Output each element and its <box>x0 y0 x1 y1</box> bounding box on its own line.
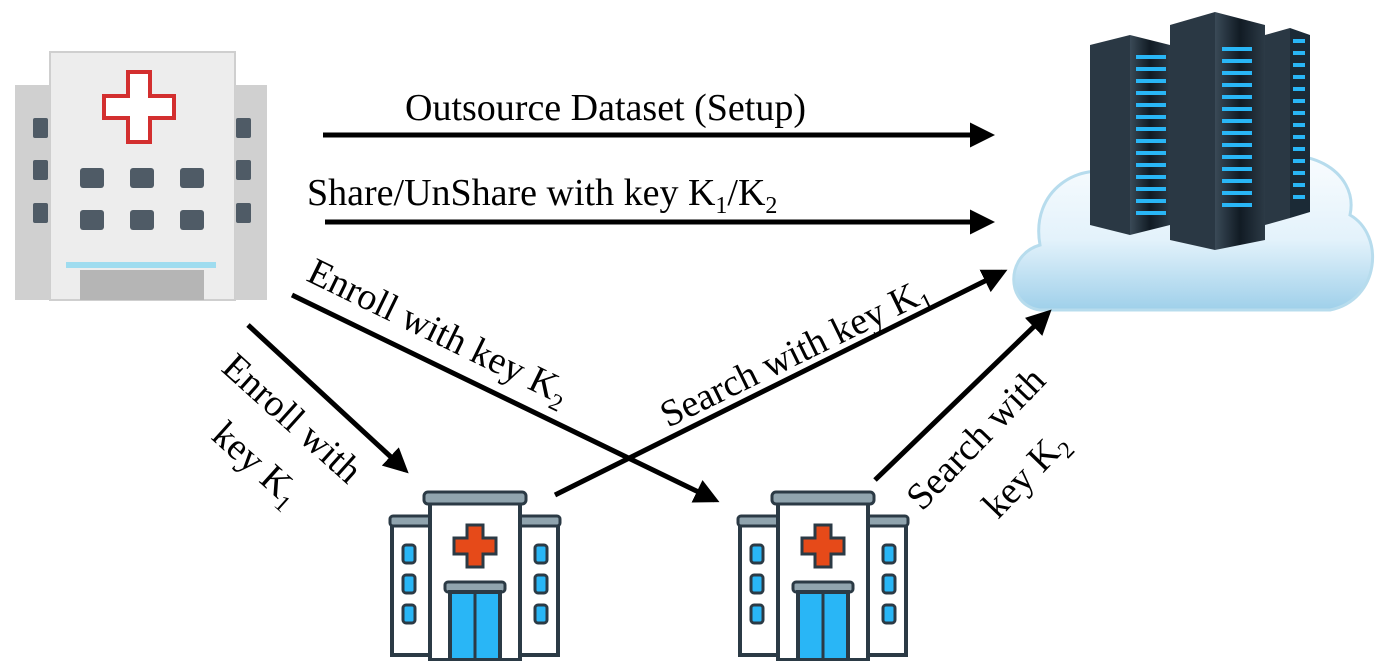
server-led <box>1293 99 1305 103</box>
arrow-search-k2 <box>873 309 1052 482</box>
label-enroll-k2: Enroll with key K2 <box>299 250 576 417</box>
server-led <box>1136 151 1166 155</box>
label-share-mid: /K <box>727 172 766 214</box>
server-led <box>1293 63 1305 67</box>
server-led <box>1136 103 1166 107</box>
server-led <box>1136 163 1166 167</box>
server-led <box>1222 167 1252 171</box>
server-led <box>1136 115 1166 119</box>
server-led <box>1222 95 1252 99</box>
server-led <box>1293 75 1305 79</box>
user-hospital-1-icon <box>388 490 562 661</box>
server-led <box>1136 91 1166 95</box>
label-search-k1: Search with key K1 <box>654 270 939 441</box>
server-led <box>1222 47 1252 51</box>
server-led <box>1136 67 1166 71</box>
server-led <box>1293 171 1305 175</box>
server-led <box>1222 71 1252 75</box>
server-led <box>1136 79 1166 83</box>
server-led <box>1293 123 1305 127</box>
data-owner-hospital-icon <box>15 51 267 301</box>
server-led <box>1136 127 1166 131</box>
server-led <box>1293 147 1305 151</box>
server-led <box>1222 119 1252 123</box>
server-led <box>1136 211 1166 215</box>
server-led <box>1222 143 1252 147</box>
label-share-prefix: Share/UnShare with key K <box>307 172 716 214</box>
server-led <box>1136 139 1166 143</box>
server-led <box>1222 59 1252 63</box>
label-share-sub2: 2 <box>765 193 777 219</box>
server-rack-left <box>1090 35 1170 235</box>
server-led <box>1136 55 1166 59</box>
arrow-enroll-k1 <box>246 323 409 474</box>
cloud-server-icon <box>1012 12 1374 312</box>
server-led <box>1293 111 1305 115</box>
label-search-k1-prefix: Search with key K <box>654 275 926 437</box>
server-led <box>1136 187 1166 191</box>
server-led <box>1136 199 1166 203</box>
server-led <box>1293 87 1305 91</box>
label-outsource: Outsource Dataset (Setup) <box>405 87 806 129</box>
server-led <box>1222 191 1252 195</box>
server-led <box>1222 131 1252 135</box>
server-led <box>1222 179 1252 183</box>
server-led <box>1222 83 1252 87</box>
label-share: Share/UnShare with key K1/K2 <box>307 172 777 219</box>
server-led <box>1293 39 1305 43</box>
label-share-sub1: 1 <box>715 193 727 219</box>
label-enroll-k2-prefix: Enroll with key K <box>301 250 566 408</box>
server-led <box>1222 155 1252 159</box>
server-led <box>1293 159 1305 163</box>
server-led <box>1222 203 1252 207</box>
server-led <box>1222 107 1252 111</box>
server-led <box>1136 175 1166 179</box>
server-led <box>1293 183 1305 187</box>
user-hospital-2-icon <box>736 490 910 661</box>
arrow-search-k1 <box>553 269 1008 498</box>
server-led <box>1293 195 1305 199</box>
server-led <box>1293 135 1305 139</box>
server-led <box>1293 51 1305 55</box>
arrow-enroll-k2 <box>290 292 720 503</box>
